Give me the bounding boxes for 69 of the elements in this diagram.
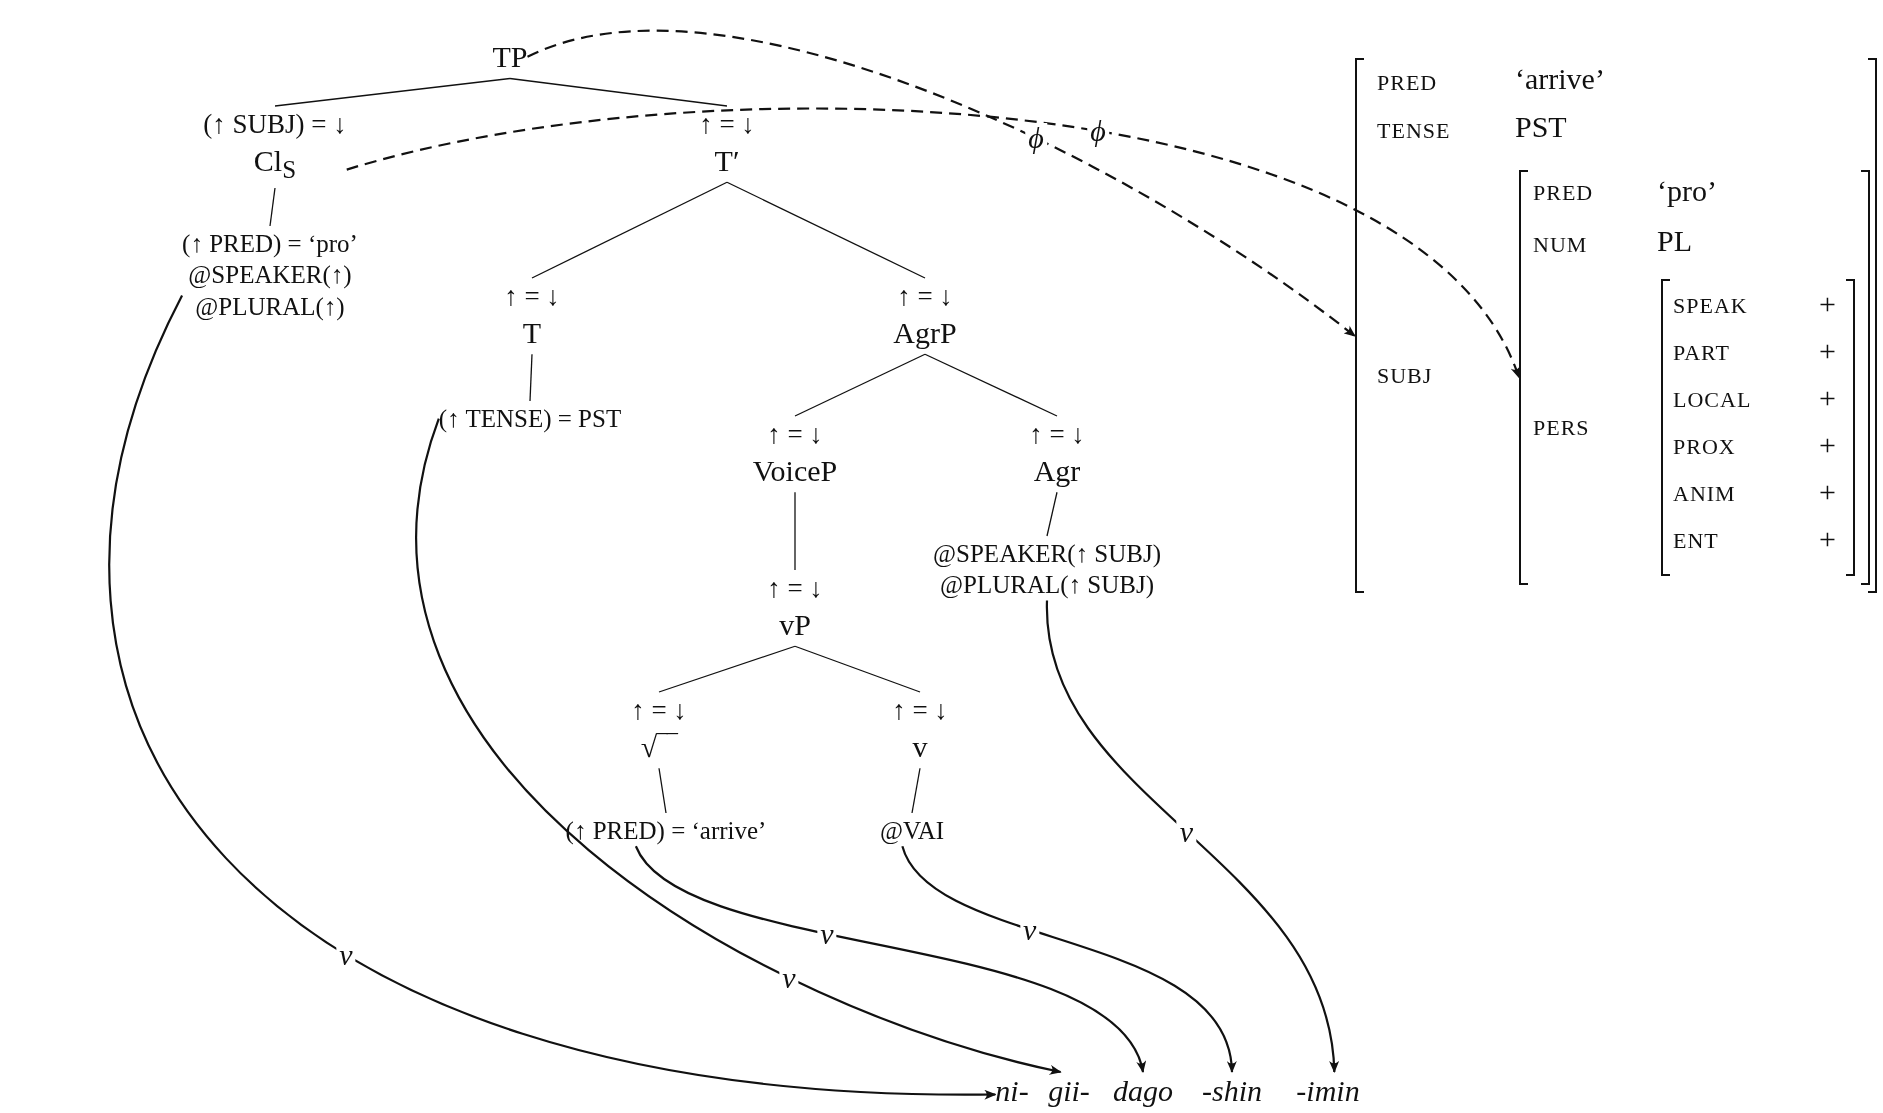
category-label: v [911, 728, 929, 765]
feature-name: TENSE [1377, 118, 1451, 144]
annotation-text: ↑ = ↓ [767, 572, 823, 605]
feature-value: ‘pro’ [1657, 174, 1717, 208]
feature-value: + [1819, 334, 1836, 368]
tree-branch [726, 181, 926, 279]
feature-value: + [1819, 475, 1836, 509]
feature-name: PART [1673, 340, 1730, 366]
equation-text: @VAI [879, 816, 945, 846]
tree-branch [794, 645, 921, 693]
equation-text: @PLURAL(↑) [194, 291, 346, 322]
tree-branch [658, 645, 796, 693]
equation-text: (↑ PRED) = ‘arrive’ [565, 816, 767, 847]
feature-name: SUBJ [1377, 363, 1433, 389]
tree-branch [509, 77, 728, 107]
tree-branch [924, 353, 1058, 417]
annotation-text: ↑ = ↓ [896, 280, 954, 313]
feature-name: SPEAK [1673, 293, 1748, 319]
feature-value: PST [1515, 110, 1567, 144]
feature-value: + [1819, 428, 1836, 462]
category-label: √‾‾ [639, 728, 679, 765]
annotation-text: ↑ = ↓ [504, 280, 560, 313]
tree-branch [274, 77, 511, 107]
tree-branch [794, 491, 796, 571]
tree-branch [911, 767, 921, 814]
feature-name: NUM [1533, 232, 1588, 258]
annotation-text: (↑ SUBJ) = ↓ [203, 108, 347, 141]
annotation-text: ↑ = ↓ [699, 108, 755, 141]
feature-name: PRED [1377, 70, 1438, 96]
equation-text: (↑ TENSE) = PST [438, 404, 622, 435]
feature-name: PRED [1533, 180, 1594, 206]
equation-text: (↑ PRED) = ‘pro’ [182, 229, 358, 260]
tree-branch [658, 767, 667, 814]
tree-branch [1046, 491, 1058, 537]
category-label: Agr [1032, 452, 1082, 489]
tree-branch [529, 353, 533, 402]
word-label: ni- [995, 1073, 1029, 1109]
equation-text: @SPEAKER(↑) [187, 260, 353, 291]
category-label: vP [778, 606, 812, 643]
equation-text: @SPEAKER(↑ SUBJ) [933, 539, 1161, 570]
word-label: -shin [1202, 1073, 1262, 1109]
equation-text: @PLURAL(↑ SUBJ) [939, 570, 1155, 601]
annotation-text: ↑ = ↓ [631, 694, 687, 727]
annotation-text: ↑ = ↓ [1029, 418, 1085, 451]
feature-value: + [1819, 287, 1836, 321]
tree-branch [794, 353, 926, 417]
category-label: AgrP [893, 314, 957, 351]
feature-value: + [1819, 381, 1836, 415]
feature-value: ‘arrive’ [1515, 62, 1605, 96]
feature-value: PL [1657, 224, 1692, 258]
tree-branch [269, 187, 276, 227]
word-label: dago [1113, 1073, 1173, 1109]
feature-name: ANIM [1673, 481, 1736, 507]
feature-name: PROX [1673, 434, 1736, 460]
category-label: VoiceP [752, 452, 838, 489]
category-label: Cl$_{S}$ [252, 142, 298, 185]
feature-value: + [1819, 522, 1836, 556]
annotation-text: ↑ = ↓ [892, 694, 948, 727]
word-label: -imin [1296, 1073, 1360, 1109]
category-label: T [521, 314, 543, 351]
category-label: T′ [713, 142, 741, 179]
feature-name: ENT [1673, 528, 1719, 554]
edge-label: ϕ [1025, 123, 1047, 154]
word-label: gii- [1048, 1073, 1090, 1109]
annotation-text: ↑ = ↓ [766, 418, 824, 451]
feature-name: LOCAL [1673, 387, 1752, 413]
tree-branch [531, 181, 728, 279]
category-label: TP [492, 39, 528, 75]
feature-name: PERS [1533, 415, 1590, 441]
